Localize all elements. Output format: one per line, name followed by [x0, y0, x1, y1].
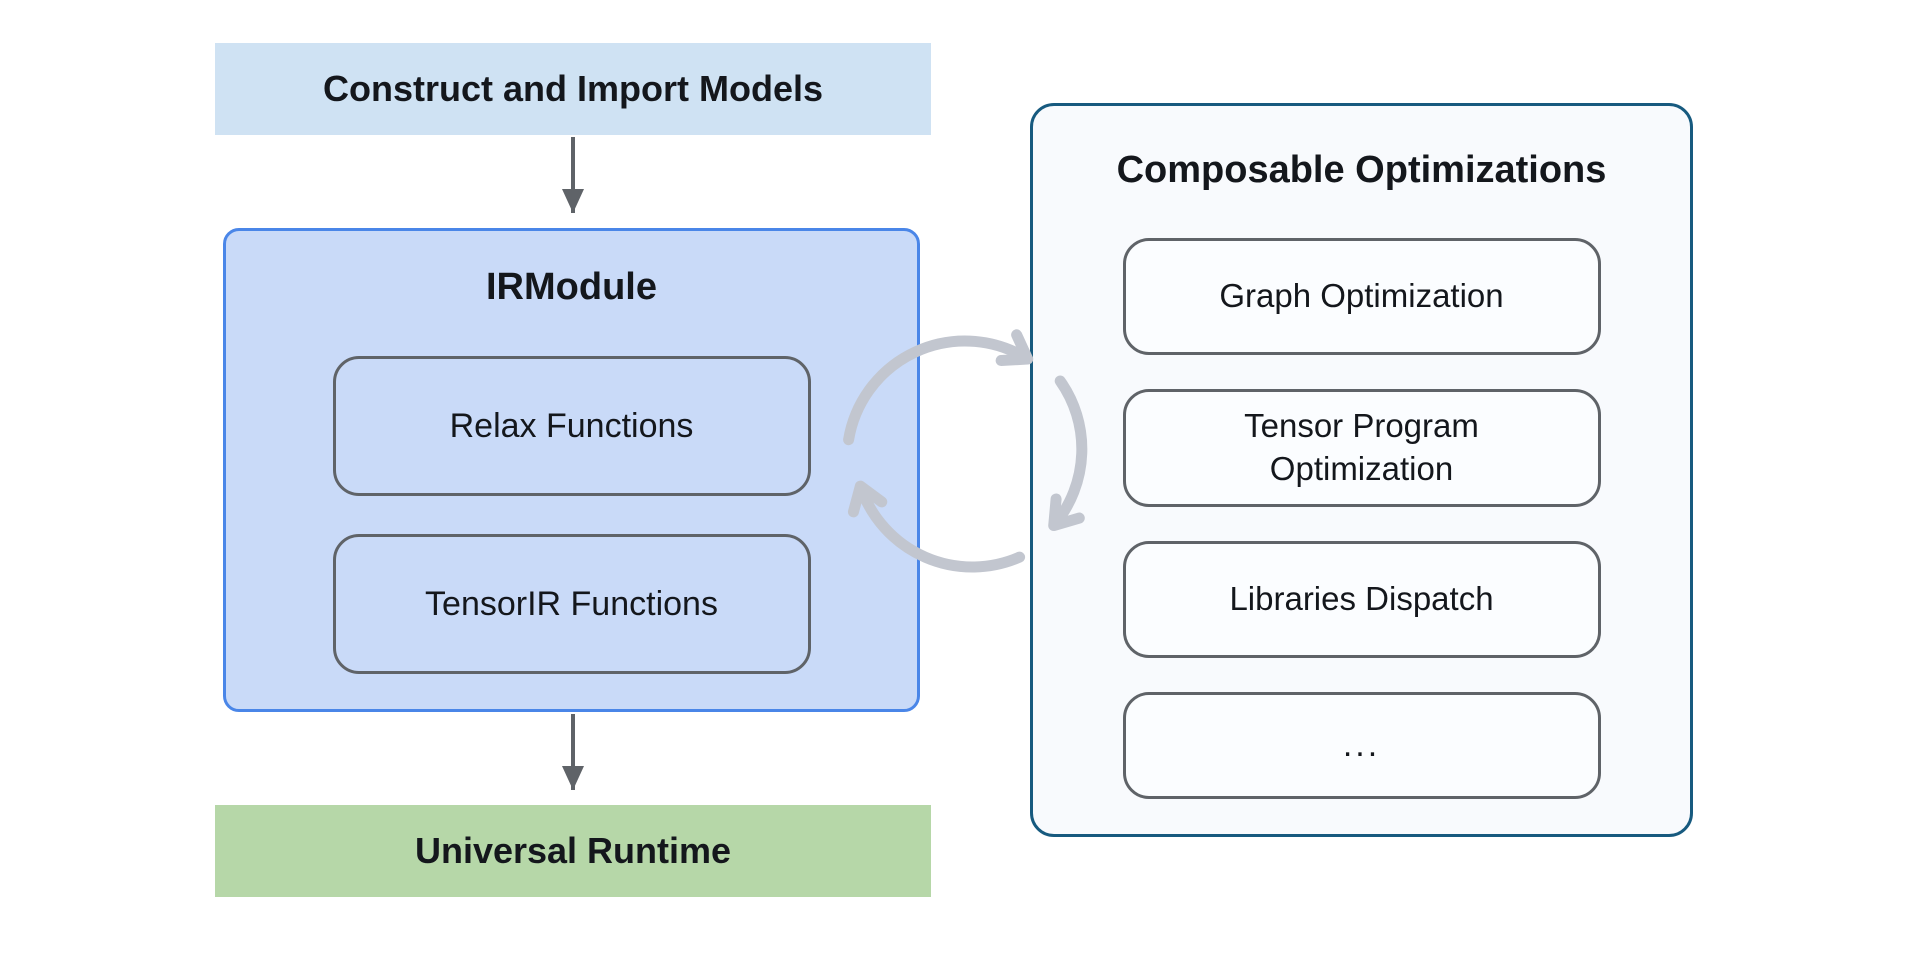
composable-optimizations-title: Composable Optimizations: [1116, 148, 1607, 191]
more-optimizations-label: ...: [1342, 726, 1381, 765]
libraries-dispatch-label: Libraries Dispatch: [1229, 580, 1494, 618]
composable-optimizations-panel: Composable Optimizations Graph Optimizat…: [1030, 103, 1693, 837]
construct-import-models-box: Construct and Import Models: [215, 43, 931, 135]
graph-optimization-box: Graph Optimization: [1122, 238, 1601, 355]
irmodule-title: IRModule: [486, 265, 657, 308]
more-optimizations-box: ...: [1122, 692, 1601, 799]
universal-runtime-box: Universal Runtime: [215, 805, 931, 897]
tensorir-functions-label: TensorIR Functions: [425, 584, 718, 623]
construct-import-models-label: Construct and Import Models: [322, 68, 823, 109]
tensor-program-optimization-label: Tensor Program Optimization: [1244, 407, 1479, 487]
universal-runtime-label: Universal Runtime: [414, 830, 732, 871]
libraries-dispatch-box: Libraries Dispatch: [1122, 541, 1601, 658]
tensorir-functions-box: TensorIR Functions: [332, 534, 811, 674]
relax-functions-box: Relax Functions: [332, 356, 811, 496]
tensor-program-optimization-box: Tensor Program Optimization: [1122, 389, 1601, 507]
relax-functions-label: Relax Functions: [449, 406, 694, 445]
irmodule-box: IRModule Relax Functions TensorIR Functi…: [223, 228, 920, 712]
optimization-items: Graph Optimization Tensor Program Optimi…: [1122, 238, 1601, 799]
graph-optimization-label: Graph Optimization: [1219, 277, 1504, 315]
